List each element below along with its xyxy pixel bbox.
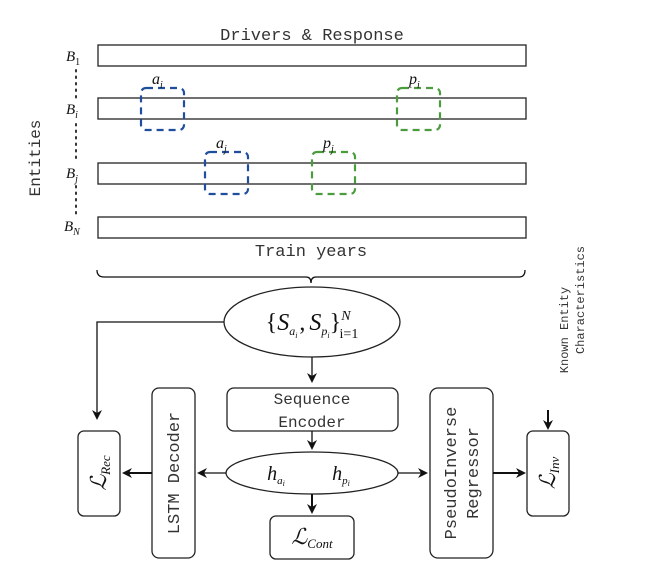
entity-bar-bn [97,216,527,239]
contrastive-loss-box [269,515,355,560]
positive-window-j [310,150,357,196]
embedding-h-anchor: hai [267,463,285,488]
label-p-i: pi [408,71,420,91]
regressor-label-line2: Regressor [465,427,484,519]
inverse-loss-label: ℒInv [535,457,562,490]
row-label-bn: BN [64,219,81,238]
svg-text:Bi: Bi [66,102,78,121]
arrow-set-to-rec-loss [92,321,224,420]
reconstruction-loss-label: ℒRec [86,455,113,491]
contrastive-loss-label: ℒCont [291,524,333,551]
row-label-b1: B1 [66,49,80,68]
anchor-window-i [139,86,186,132]
entities-label: Entities [27,120,45,197]
inverse-loss-box [526,430,570,517]
train-years-brace [96,269,526,284]
known-entity-label-line1: Known Entity [558,287,572,373]
row-label-bi: Bi [66,102,78,121]
anchor-window-j [203,150,250,196]
label-a-j: aj [216,135,227,155]
entity-bar-bi [97,97,527,120]
label-p-j: pj [322,135,334,155]
encoder-label-line1: Sequence [274,391,351,409]
embedding-h-positive: hpi [332,463,350,488]
title-drivers-response: Drivers & Response [220,27,404,46]
svg-text:BN: BN [64,219,81,238]
svg-text:Bj: Bj [66,166,78,185]
train-years-label: Train years [255,243,367,262]
svg-text:B1: B1 [66,49,80,68]
row-label-bj: Bj [66,166,78,185]
label-a-i: ai [152,71,163,91]
reconstruction-loss-box [77,430,121,517]
embedding-node [225,451,399,495]
regressor-label-line1: PseudoInverse [443,407,462,540]
lstm-decoder-label: LSTM Decoder [166,412,185,534]
encoder-label-line2: Encoder [278,414,345,432]
entity-bar-b1 [97,44,527,67]
positive-window-i [395,86,442,132]
known-entity-label-line2: Characteristics [574,246,588,354]
